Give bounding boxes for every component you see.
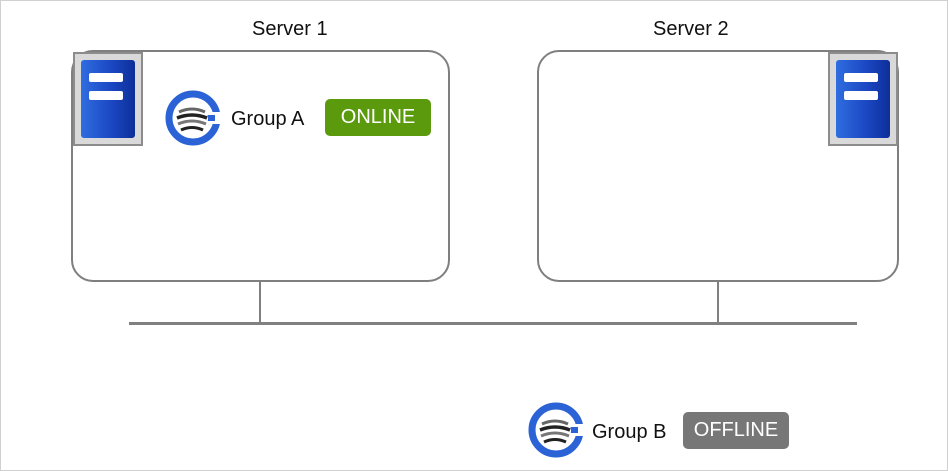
- server-2-label: Server 2: [653, 18, 729, 40]
- group-b-cluster-icon: [528, 402, 584, 458]
- server-2-network-link: [717, 282, 719, 325]
- server-1-label: Server 1: [252, 18, 328, 40]
- group-a-status-badge: ONLINE: [325, 99, 431, 136]
- server-2-server-icon: [828, 52, 898, 146]
- server-1-box: [71, 50, 450, 282]
- group-b-status-badge: OFFLINE: [683, 412, 789, 449]
- group-a-label: Group A: [231, 108, 305, 130]
- group-b-label: Group B: [592, 421, 667, 443]
- server-1-server-icon: [73, 52, 143, 146]
- server-1-network-link: [259, 282, 261, 325]
- network-bus-line: [129, 322, 857, 325]
- group-a-cluster-icon: [165, 90, 221, 146]
